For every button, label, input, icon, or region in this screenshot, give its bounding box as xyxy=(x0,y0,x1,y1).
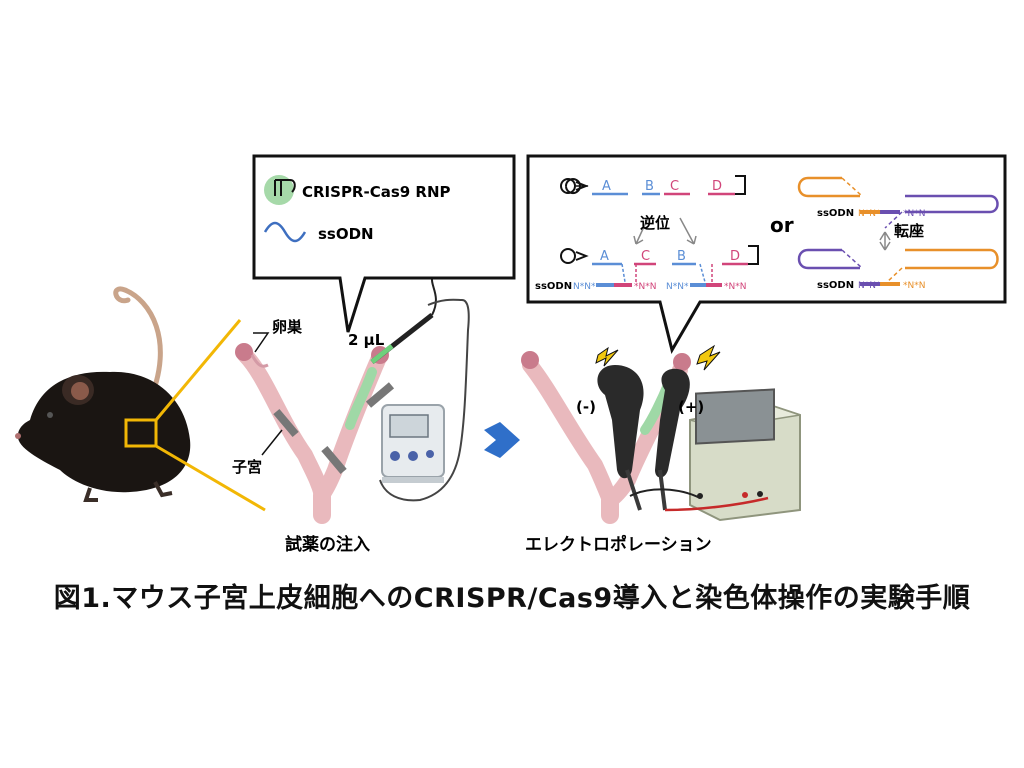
uterus-pointer xyxy=(261,429,283,456)
inversion-junction-1: N*N* xyxy=(573,282,596,292)
electroporator-device xyxy=(629,388,801,522)
or-label: or xyxy=(770,213,794,237)
translocation-junction-4: *N*N xyxy=(903,281,925,291)
inversion-junction-3: N*N* xyxy=(666,282,689,292)
reagent-callout xyxy=(252,154,516,333)
experiment-diagram: 卵巣 子宮 2 μL CRISPR-Cas9 RNP ssODN 試薬の注入 エ… xyxy=(15,154,1007,555)
uterus-label: 子宮 xyxy=(232,458,262,476)
translocation-title: 転座 xyxy=(894,222,924,240)
ovary-pointer xyxy=(253,332,270,353)
segment-d-top: D xyxy=(712,179,722,194)
ssodn-legend-label: ssODN xyxy=(318,225,374,243)
electroporation-step-label: エレクトロポレーション xyxy=(525,534,712,555)
segment-b-bottom: B xyxy=(677,249,686,264)
lightning-icon-left xyxy=(595,346,619,367)
genome-editing-callout xyxy=(526,154,1007,354)
mouse-icon xyxy=(15,286,191,502)
translocation-junction-2: *N*N xyxy=(903,209,925,219)
zoom-line-top xyxy=(154,319,242,421)
translocation-ssodn-label-1: ssODN xyxy=(817,208,854,219)
positive-electrode-label: (+) xyxy=(678,398,704,416)
inversion-panel xyxy=(560,175,759,287)
syringe-needle xyxy=(370,269,470,502)
zoom-line-bottom xyxy=(155,444,266,512)
negative-electrode-label: (-) xyxy=(576,398,596,416)
inversion-junction-2: *N*N xyxy=(634,282,656,292)
inversion-junction-4: *N*N xyxy=(724,282,746,292)
translocation-ssodn-label-2: ssODN xyxy=(817,280,854,291)
segment-c-top: C xyxy=(670,179,679,194)
flow-arrow xyxy=(484,422,520,458)
segment-a-bottom: A xyxy=(600,249,609,264)
uterus-left-diagram xyxy=(235,343,395,524)
segment-d-bottom: D xyxy=(730,249,740,264)
volume-label: 2 μL xyxy=(348,331,385,349)
inversion-title: 逆位 xyxy=(640,214,670,232)
lightning-icon-right xyxy=(696,344,721,371)
translocation-panel xyxy=(797,176,999,286)
figure-caption: 図1.マウス子宮上皮細胞へのCRISPR/Cas9導入と染色体操作の実験手順 xyxy=(53,583,971,614)
segment-c-bottom: C xyxy=(641,249,650,264)
injector-device xyxy=(381,404,445,483)
inversion-ssodn-label: ssODN xyxy=(535,281,572,292)
segment-b-top: B xyxy=(645,179,654,194)
injection-step-label: 試薬の注入 xyxy=(285,534,370,555)
translocation-junction-3: N*N* xyxy=(858,281,881,291)
electrode-tweezers xyxy=(597,365,690,511)
segment-a-top: A xyxy=(602,179,611,194)
translocation-junction-1: N*N* xyxy=(858,209,881,219)
rnp-label: CRISPR-Cas9 RNP xyxy=(302,183,451,201)
ovary-label: 卵巣 xyxy=(272,318,303,336)
